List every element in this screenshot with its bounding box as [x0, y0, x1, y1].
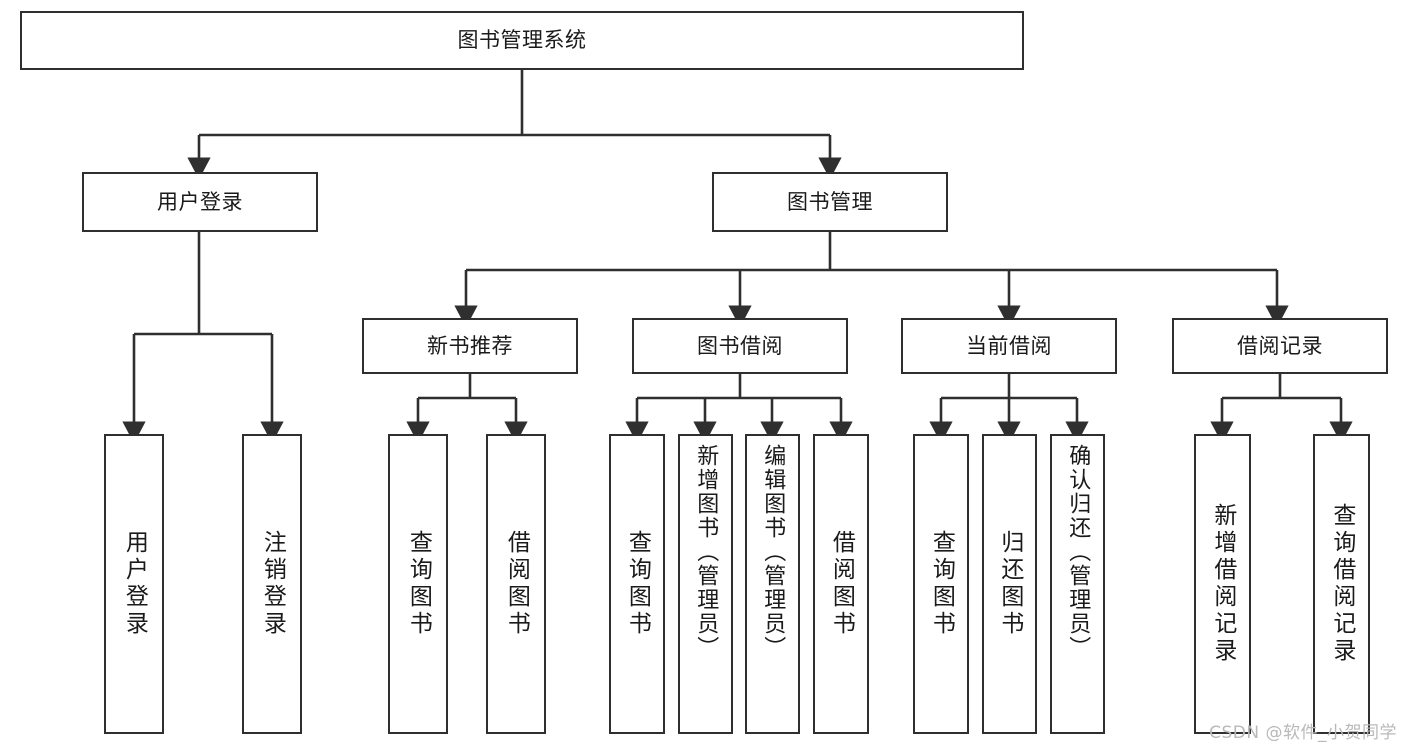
node-root[interactable]: 图书管理系统	[20, 11, 1024, 70]
leaf-borrow-book-2-label: 借阅图书	[828, 530, 855, 638]
node-book-borrow-label: 图书借阅	[697, 333, 783, 358]
watermark-text: CSDN @软件_小贺同学	[1209, 723, 1397, 743]
leaf-confirm-return[interactable]: 确认归还（管理员）	[1050, 434, 1105, 734]
leaf-add-record[interactable]: 新增借阅记录	[1194, 434, 1251, 734]
node-root-label: 图书管理系统	[457, 28, 587, 53]
leaf-edit-book[interactable]: 编辑图书（管理员）	[745, 434, 800, 734]
leaf-query-record[interactable]: 查询借阅记录	[1313, 434, 1370, 734]
leaf-edit-book-label: 编辑图书（管理员）	[760, 444, 786, 660]
leaf-user-login[interactable]: 用户登录	[104, 434, 164, 734]
node-current-borrow-label: 当前借阅	[966, 333, 1052, 358]
node-borrow-record-label: 借阅记录	[1237, 333, 1323, 358]
node-new-book-rec[interactable]: 新书推荐	[362, 318, 578, 374]
node-current-borrow[interactable]: 当前借阅	[901, 318, 1117, 374]
node-new-book-rec-label: 新书推荐	[427, 333, 513, 358]
node-user-login-label: 用户登录	[157, 189, 243, 214]
leaf-borrow-book-1[interactable]: 借阅图书	[486, 434, 546, 734]
node-book-borrow[interactable]: 图书借阅	[632, 318, 848, 374]
leaf-query-record-label: 查询借阅记录	[1328, 503, 1355, 665]
leaf-logout-label: 注销登录	[259, 530, 286, 638]
leaf-add-record-label: 新增借阅记录	[1209, 503, 1236, 665]
leaf-borrow-book-2[interactable]: 借阅图书	[813, 434, 869, 734]
leaf-add-book[interactable]: 新增图书（管理员）	[678, 434, 733, 734]
leaf-return-book-label: 归还图书	[996, 530, 1023, 638]
leaf-query-book-3[interactable]: 查询图书	[913, 434, 969, 734]
leaf-logout[interactable]: 注销登录	[242, 434, 302, 734]
node-user-login[interactable]: 用户登录	[82, 172, 318, 232]
leaf-confirm-return-label: 确认归还（管理员）	[1065, 444, 1091, 660]
leaf-user-login-label: 用户登录	[121, 530, 148, 638]
node-borrow-record[interactable]: 借阅记录	[1172, 318, 1388, 374]
node-book-manage[interactable]: 图书管理	[712, 172, 948, 232]
leaf-borrow-book-1-label: 借阅图书	[503, 530, 530, 638]
leaf-add-book-label: 新增图书（管理员）	[693, 444, 719, 660]
node-book-manage-label: 图书管理	[787, 189, 873, 214]
leaf-return-book[interactable]: 归还图书	[982, 434, 1037, 734]
leaf-query-book-1-label: 查询图书	[405, 530, 432, 638]
leaf-query-book-1[interactable]: 查询图书	[388, 434, 448, 734]
leaf-query-book-2[interactable]: 查询图书	[609, 434, 665, 734]
leaf-query-book-3-label: 查询图书	[928, 530, 955, 638]
leaf-query-book-2-label: 查询图书	[624, 530, 651, 638]
